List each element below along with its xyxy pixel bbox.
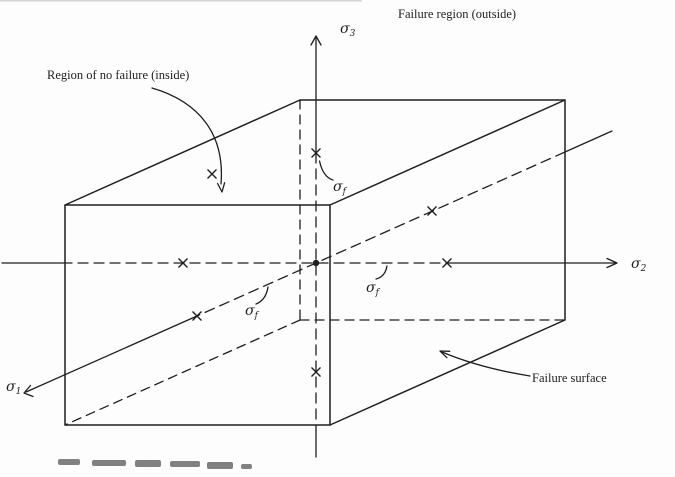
sigma1-axis [23, 130, 613, 398]
sigma1-axis-solid-upper [564, 130, 613, 153]
x-marker-back-face [427, 206, 437, 216]
sigma-f-leader-vertical [318, 160, 334, 181]
sigma-f-label-diagonal: σf [245, 303, 260, 321]
origin-dot [312, 259, 320, 267]
sigma-f-label-horizontal: σf [366, 280, 381, 298]
sigma1-axis-dashed [196, 151, 566, 317]
sigma1-arrowhead [23, 384, 34, 398]
sigma1-axis-solid-lower [25, 315, 198, 393]
sigma-f-label-vertical: σf [333, 179, 348, 197]
failure-surface-leader-arrow [439, 350, 531, 377]
box-top-face-edges [64, 99, 566, 206]
failure-surface-leader-arrowhead [439, 350, 451, 359]
no-failure-leader-arrowhead [216, 182, 226, 193]
sigma3-axis-label: σ3 [340, 21, 356, 39]
sigma3-axis [310, 35, 322, 458]
sigma-f-leader-diagonal [255, 286, 269, 305]
box-bottom-left-depth-edge [64, 319, 301, 426]
x-marker-left-face [178, 258, 188, 268]
x-marker-top-face-point [207, 169, 217, 179]
no-failure-leader-curve [151, 87, 223, 185]
x-marker-right-face [442, 258, 452, 268]
box-solid-edges [64, 99, 566, 426]
failure-surface-leader-line [441, 351, 531, 377]
no-failure-region-label: Region of no failure (inside) [47, 68, 189, 82]
scan-artifact [0, 0, 362, 2]
sigma3-arrowhead [310, 35, 322, 46]
x-marker-bottom-face [311, 367, 321, 377]
sigma2-arrowhead [606, 257, 618, 269]
no-failure-leader-arrow [151, 87, 226, 193]
box-right-face-edges [329, 99, 566, 426]
x-marker-top-face [311, 148, 321, 158]
failure-region-label: Failure region (outside) [398, 7, 516, 21]
sigma2-axis [1, 257, 618, 269]
x-marker-front-face [192, 311, 202, 321]
x-markers [178, 148, 452, 377]
sigma-f-leader-horizontal [375, 265, 388, 280]
failure-surface-label: Failure surface [532, 371, 607, 385]
box-hidden-edges [64, 99, 566, 426]
sigma1-axis-label: σ1 [6, 379, 21, 397]
scan-artifact [58, 459, 252, 469]
sigma2-axis-label: σ2 [631, 256, 647, 274]
